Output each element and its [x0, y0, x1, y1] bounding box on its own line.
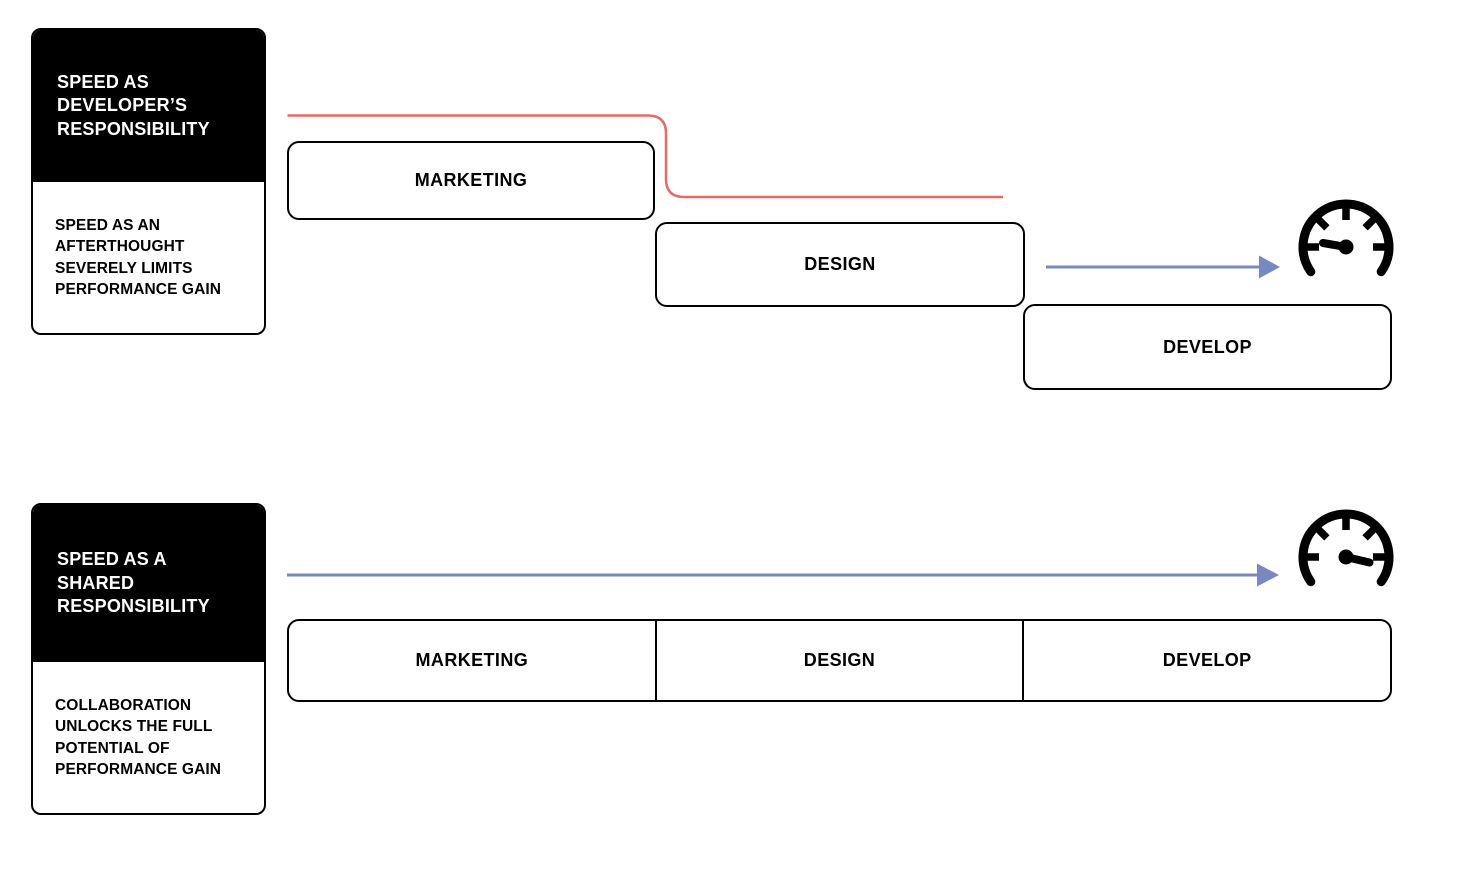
speed-arrow-bottom-head: [1257, 563, 1279, 587]
stage-box-design: DESIGN: [655, 222, 1025, 307]
card-subtitle-line: AFTERTHOUGHT: [55, 238, 185, 255]
stage-cell-marketing: MARKETING: [289, 621, 655, 700]
card-title-line: DEVELOPER’S: [57, 95, 188, 116]
speedometer-slow-icon: [1298, 199, 1394, 277]
stage-label: MARKETING: [414, 170, 528, 190]
card-subtitle-line: UNLOCKS THE FULL: [55, 718, 213, 735]
stage-label: DEVELOP: [1163, 336, 1252, 357]
stage-cell-develop: DEVELOP: [1022, 621, 1390, 700]
stage-box-marketing: MARKETING: [287, 141, 655, 220]
card-subtitle-line: SEVERELY LIMITS: [55, 259, 193, 277]
stage-label: DESIGN: [803, 650, 876, 670]
stage-row-shared: MARKETING DESIGN DEVELOP: [287, 619, 1392, 702]
speedometer-fast-icon: [1298, 509, 1394, 587]
card-subtitle-line: POTENTIAL OF: [55, 739, 170, 757]
card-subtitle-line: PERFORMANCE GAIN: [55, 281, 222, 298]
gauge-arc: [1298, 199, 1394, 277]
card-title-line: SPEED AS: [57, 71, 149, 92]
gauge-ticks: [1305, 206, 1387, 251]
card-shared-responsibility: SPEED AS A SHARED RESPONSIBILITY COLLABO…: [31, 503, 266, 815]
gauge-needle: [1319, 239, 1350, 251]
stage-label: DESIGN: [804, 254, 876, 274]
speed-arrow-top-head: [1259, 255, 1280, 279]
gauge-ticks: [1305, 516, 1387, 561]
gauge-arc: [1298, 509, 1394, 587]
card-title-line: SPEED AS A: [57, 549, 167, 570]
stage-box-develop: DEVELOP: [1023, 304, 1392, 390]
card-subtitle-line: SPEED AS AN: [55, 216, 161, 234]
card-title-line: SHARED: [57, 572, 135, 593]
stage-label: MARKETING: [415, 650, 529, 670]
card-title-section: SPEED AS DEVELOPER’S RESPONSIBILITY: [33, 30, 264, 182]
card-title-line: RESPONSIBILITY: [57, 596, 210, 617]
card-subtitle-section: COLLABORATION UNLOCKS THE FULL POTENTIAL…: [33, 662, 264, 813]
gauge-needle: [1342, 553, 1374, 567]
card-title-section: SPEED AS A SHARED RESPONSIBILITY: [33, 505, 264, 662]
card-subtitle-line: PERFORMANCE GAIN: [55, 761, 222, 778]
stage-cell-design: DESIGN: [654, 621, 1023, 700]
card-subtitle-line: COLLABORATION: [55, 696, 192, 714]
card-developer-responsibility: SPEED AS DEVELOPER’S RESPONSIBILITY SPEE…: [31, 28, 266, 335]
stage-label: DEVELOP: [1162, 650, 1252, 670]
card-subtitle-section: SPEED AS AN AFTERTHOUGHT SEVERELY LIMITS…: [33, 182, 264, 333]
card-title-line: RESPONSIBILITY: [57, 118, 210, 139]
